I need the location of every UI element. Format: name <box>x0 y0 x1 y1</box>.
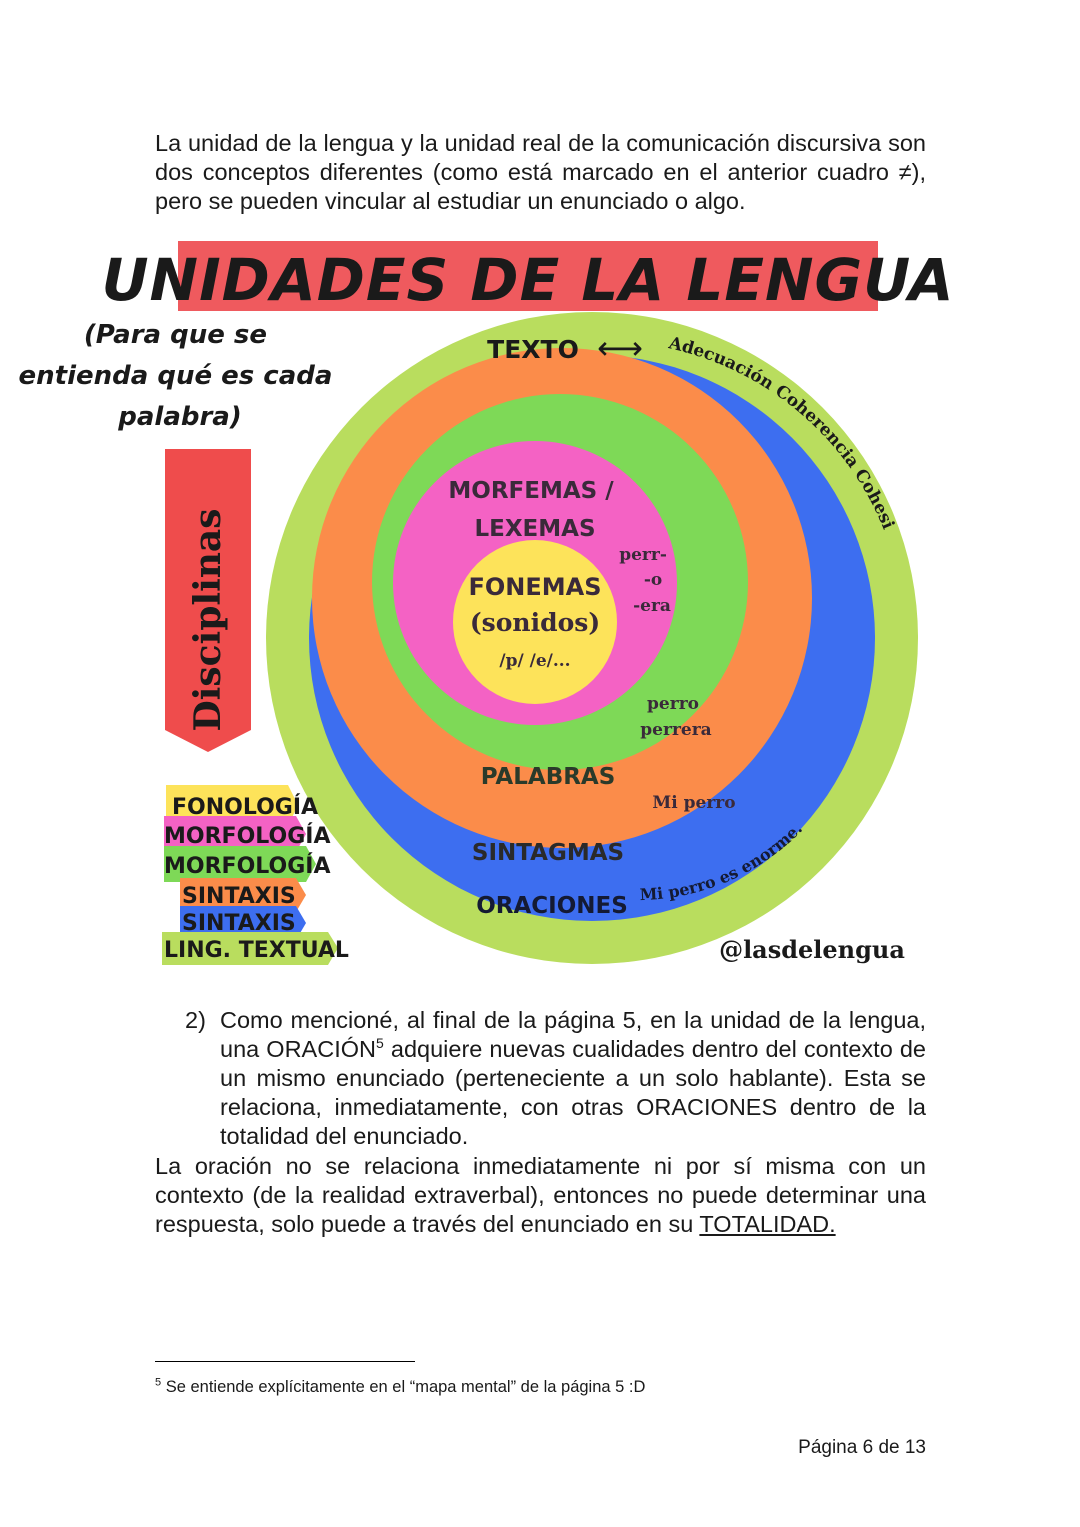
discipline-tags: FONOLOGÍA MORFOLOGÍA MORFOLOGÍA SINTAXIS… <box>162 785 349 965</box>
tag-morfologia-1: MORFOLOGÍA <box>164 823 330 849</box>
page-number: Página 6 de 13 <box>798 1437 926 1458</box>
tag-sintaxis-2: SINTAXIS <box>182 911 296 936</box>
underlined-totalidad: TOTALIDAD. <box>699 1211 836 1237</box>
tag-sintaxis-2-bg <box>180 906 306 940</box>
label-morfemas: MORFEMAS / LEXEMAS <box>448 478 621 542</box>
svg-text:FONOLOGÍA MORFOLOGÍA: FONOLOGÍA MORFOLOGÍA MORFOLOGÍA SINTAXIS… <box>164 794 349 963</box>
fonemas-example: /p/ /e/... <box>499 651 570 671</box>
morfemas-examples: perr- -o -era <box>619 545 673 616</box>
tag-morfologia-1-bg <box>164 816 306 852</box>
footnote-ref: 5 <box>375 1035 384 1052</box>
label-fonemas: FONEMAS <box>468 573 601 601</box>
title-bar <box>178 241 878 311</box>
figure-title: UNIDADES DE LA LENGUA <box>101 246 954 314</box>
conclusion-paragraph: La oración no se relaciona inmediatament… <box>155 1153 926 1237</box>
credit-handle: @lasdelengua <box>719 935 905 964</box>
units-infographic: UNIDADES DE LA LENGUA (Para que se entie… <box>0 230 954 965</box>
sintagmas-example: Mi perro <box>652 793 735 813</box>
item-number: 2) <box>185 1007 206 1033</box>
item-text: Como mencioné, al final de la página 5, … <box>220 1007 926 1149</box>
tag-sintaxis-1: SINTAXIS <box>182 884 296 909</box>
texto-arrow: ⟷ <box>597 329 643 367</box>
tag-morfologia-2: MORFOLOGÍA <box>164 853 330 879</box>
disciplines-arrow <box>165 449 251 752</box>
tag-ling-textual: LING. TEXTUAL <box>164 938 349 963</box>
intro-paragraph: La unidad de la lengua y la unidad real … <box>155 130 926 214</box>
label-sintagmas: SINTAGMAS <box>472 840 624 866</box>
tag-morfologia-2-bg <box>164 846 316 882</box>
tag-ling-textual-bg <box>162 932 338 965</box>
label-texto: TEXTO <box>487 335 579 364</box>
disciplines-label: Disciplinas <box>187 508 229 731</box>
footnote: 5 Se entiende explícitamente en el “mapa… <box>155 1376 646 1396</box>
tag-sintaxis-1-bg <box>180 878 306 912</box>
label-palabras: PALABRAS <box>481 764 616 790</box>
footnote-divider <box>155 1361 415 1362</box>
tag-fonologia: FONOLOGÍA <box>172 794 318 820</box>
ring-fonemas <box>453 540 617 704</box>
label-sonidos: (sonidos) <box>470 608 600 637</box>
palabras-examples: perro perrera <box>640 694 711 740</box>
numbered-item-2: 2) Como mencioné, al final de la página … <box>185 1006 926 1151</box>
label-oraciones: ORACIONES <box>476 893 628 919</box>
tag-fonologia-bg <box>166 785 298 826</box>
side-note: (Para que se entienda qué es cada palabr… <box>19 320 342 432</box>
